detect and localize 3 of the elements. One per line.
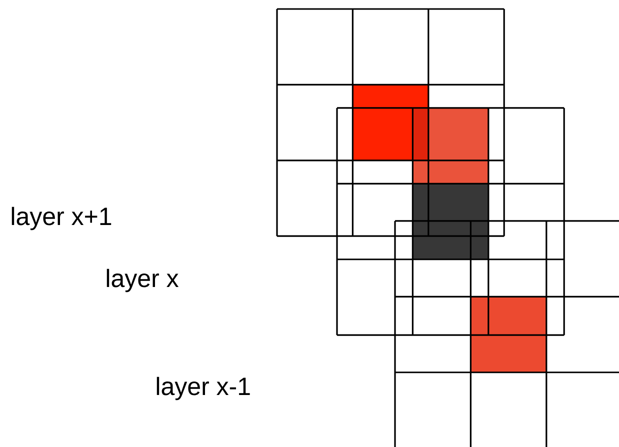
layer-label: layer x-1 [156, 376, 250, 400]
layer-label: layer x [106, 268, 179, 292]
layer-label: layer x+1 [12, 206, 112, 230]
